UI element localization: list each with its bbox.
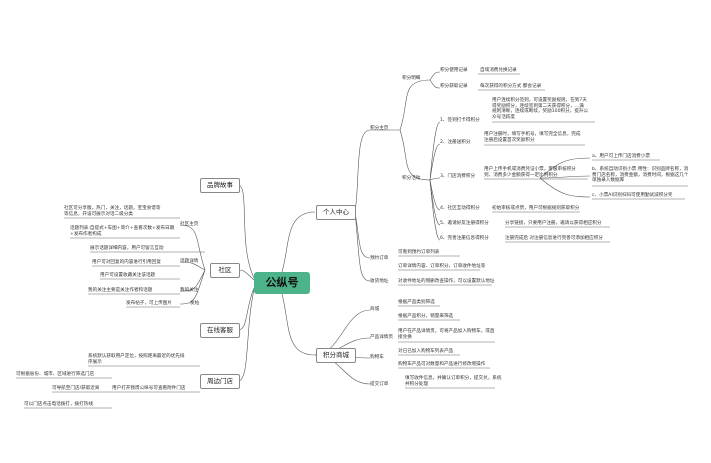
store-nav: 可导航至门店/获取近离 bbox=[52, 386, 100, 391]
connector bbox=[429, 177, 441, 181]
connector bbox=[354, 129, 371, 213]
connector bbox=[429, 179, 441, 211]
activity-share: 4、社区互动得积分 bbox=[440, 206, 480, 211]
activity-profile-desc: 注册完成后 对注册信息进行完善可添加相应积分 bbox=[505, 236, 603, 241]
activity-upload-desc: 用户上传手机或消费凭证小票，客服审核积分 到，消费多少金额获得一定比例积分 bbox=[484, 167, 576, 178]
activity-share-desc: 初始审核或点赞，用户可根据规则获取积分 bbox=[492, 206, 580, 211]
community-home: 社区主页 bbox=[180, 222, 199, 227]
connector bbox=[539, 175, 591, 179]
connector bbox=[539, 177, 591, 198]
activity-signin-desc: 用户连续积分签到，可设置奖励规则，在到7天 得奖励积分，连续签到第二天获得积分，… bbox=[492, 98, 589, 120]
subscribe-desc: 可看到预约订单列表 bbox=[398, 250, 440, 255]
connector bbox=[237, 289, 255, 382]
connector bbox=[429, 79, 441, 89]
community-post-desc: 发布帖子，可上传图片 bbox=[126, 301, 172, 306]
store-menu: 用户打开我周公纵号可查看附件门店 bbox=[112, 386, 186, 391]
connector bbox=[354, 211, 371, 282]
connector bbox=[429, 179, 441, 226]
points-used: 积分使用记录 bbox=[440, 68, 468, 73]
brand-desc: 社区可分享版，热门，关注，话题，宝宝食谱等 等信息，开设可展示对话二级分类 bbox=[64, 206, 161, 217]
community-topic-1: 展示话题详细内容，用户可留言互动 bbox=[90, 246, 164, 251]
points-earned: 积分获取记录 bbox=[440, 84, 468, 89]
store-desc: 系统默认获取用户定位，按照距离最近的优先排 序展示 bbox=[88, 354, 185, 365]
connector bbox=[539, 157, 591, 179]
community-topic-2: 用户可对回复的内容进行引用回复 bbox=[92, 260, 161, 265]
activity-upload: 3、门店消费积分 bbox=[440, 174, 476, 179]
branch-store[interactable]: 周边门店 bbox=[200, 374, 240, 389]
activity-upload-c: c、小票AI识别扫码可使用勤试减积分奖 bbox=[592, 193, 673, 198]
connector bbox=[179, 269, 206, 305]
activity-upload-a: a、用户可上传门店消费小票 bbox=[592, 154, 650, 159]
branch-community[interactable]: 社区 bbox=[210, 263, 240, 278]
connector bbox=[179, 224, 206, 271]
mall-cat: 根据产品类别筛选 bbox=[398, 300, 435, 305]
connector bbox=[237, 184, 255, 279]
subscribe-title: 预约订单 bbox=[370, 256, 389, 261]
root-node[interactable]: 公纵号 bbox=[254, 272, 310, 294]
branch-brand-story[interactable]: 品牌故事 bbox=[200, 178, 240, 193]
address-title: 收货地址 bbox=[370, 279, 389, 284]
community-home-desc: 话题列表:自提式+车图+简介+查看次数+发布日期 +发布作者构成 bbox=[70, 226, 175, 237]
connector bbox=[179, 261, 206, 271]
connector bbox=[281, 211, 316, 273]
mall-pay: 提交订单 bbox=[370, 382, 389, 387]
mall-cart-1: 对已已加入购物车列表产品 bbox=[398, 349, 454, 354]
store-filter: 可根据省份、城市、区域进行筛选门店 bbox=[16, 372, 95, 377]
points-details: 积分明细 bbox=[402, 76, 421, 81]
connector bbox=[399, 129, 431, 181]
mall-items: 商城 bbox=[370, 307, 380, 312]
community-topic-3: 用户可设置收藏关注该话题 bbox=[100, 273, 156, 278]
connector bbox=[237, 287, 255, 331]
community-post: 发帖 bbox=[190, 301, 200, 306]
mall-cart-2: 购物车产品可对数量和产品进行修改增操作 bbox=[398, 362, 486, 367]
connector bbox=[354, 211, 371, 259]
connector bbox=[429, 121, 441, 181]
activity-invite-desc: 分享链接，只要用户注册，邀请以获得相应积分 bbox=[505, 221, 602, 226]
mall-pay-desc: 填写收件信息，并确认订单积分，提交兑，系统 并积分处理 bbox=[405, 376, 502, 387]
mall-detail: 产品详情页 bbox=[370, 335, 393, 340]
points-used-desc: 自域消费兑换记录 bbox=[480, 68, 517, 73]
connector bbox=[429, 71, 441, 81]
branch-online-service[interactable]: 在线客服 bbox=[200, 323, 240, 338]
activity-register-desc: 用户注册时，填写手机号，填写完全信息，完成 注册后设置首次奖励积分 bbox=[484, 132, 581, 143]
store-phone: 可以门店点击电话拨打，拨打热线 bbox=[24, 402, 93, 407]
activity-invite: 5、邀请好友注册得积分 bbox=[440, 221, 489, 226]
activity-upload-b: b、系统自动识别小票 用性：识别品牌名称，消 费门店名称，消费金额，消费时间，根… bbox=[592, 167, 689, 184]
community-topic: 话题详情 bbox=[180, 259, 199, 264]
points-activity: 积分活动 bbox=[402, 176, 421, 181]
community-follow-desc: 我的关注主要是关注作者和话题 bbox=[88, 288, 153, 293]
connector bbox=[399, 79, 431, 131]
branch-points-mall[interactable]: 积分商城 bbox=[316, 348, 356, 363]
points-home: 积分主页 bbox=[370, 126, 389, 131]
mall-cart: 购物车 bbox=[370, 355, 384, 360]
subscribe-order: 订单详情内容、订单积分，订单收件地址等 bbox=[398, 264, 486, 269]
address-desc: 对收件地址的增删改查操作，可以设置默认地址 bbox=[398, 279, 495, 284]
community-follow: 我的关注 bbox=[180, 288, 199, 293]
connector bbox=[429, 143, 441, 181]
connector bbox=[179, 269, 206, 292]
connector bbox=[429, 179, 441, 241]
connector bbox=[281, 293, 316, 356]
mall-points: 根据产品积分，销量来筛选 bbox=[398, 314, 454, 319]
activity-register: 2、注册送积分 bbox=[440, 140, 471, 145]
activity-signin: 1、签到打卡得积分 bbox=[440, 118, 480, 123]
activity-profile: 6、完善注册信息得积分 bbox=[440, 236, 489, 241]
mall-detail-desc: 用户在产品详情页，可将产品加入购物车，或直 接兑换 bbox=[398, 329, 495, 340]
branch-personal-center[interactable]: 个人中心 bbox=[316, 205, 356, 220]
points-earned-desc: 每次获得的积分方式 都会记录 bbox=[480, 84, 542, 89]
